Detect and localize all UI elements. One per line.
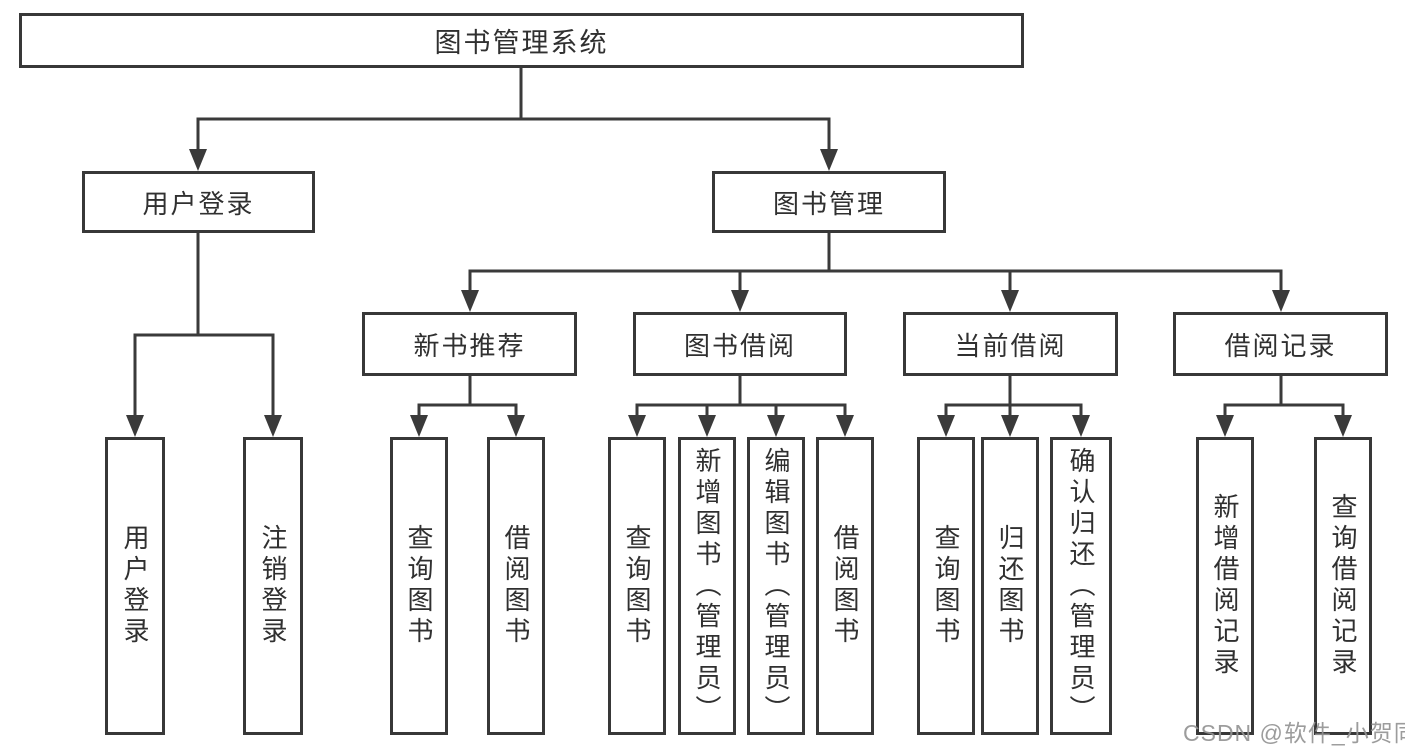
node-borrow-books-recommend: 借阅图书: [487, 437, 545, 735]
arrow-icon: [698, 415, 716, 437]
node-borrow-records: 借阅记录: [1173, 312, 1388, 376]
arrow-icon: [1001, 415, 1019, 437]
arrow-icon: [126, 415, 144, 437]
arrow-icon: [1216, 415, 1234, 437]
node-add-borrow-record: 新增借阅记录: [1196, 437, 1254, 735]
node-query-books-current: 查询图书: [917, 437, 975, 735]
arrow-icon: [731, 290, 749, 312]
arrow-icon: [264, 415, 282, 437]
arrow-icon: [1334, 415, 1352, 437]
node-book-borrowing: 图书借阅: [633, 312, 847, 376]
arrow-icon: [628, 415, 646, 437]
node-query-borrow-record: 查询借阅记录: [1314, 437, 1372, 735]
node-borrow-books: 借阅图书: [816, 437, 874, 735]
arrowhead-icons: [126, 149, 1352, 437]
arrow-icon: [767, 415, 785, 437]
node-user-login: 用户登录: [105, 437, 165, 735]
node-query-books-borrowing: 查询图书: [608, 437, 666, 735]
arrow-icon: [836, 415, 854, 437]
node-query-books-recommend: 查询图书: [390, 437, 448, 735]
arrow-icon: [1272, 290, 1290, 312]
arrow-icon: [937, 415, 955, 437]
arrow-icon: [820, 149, 838, 171]
node-new-book-recommend: 新书推荐: [362, 312, 577, 376]
arrow-icon: [1001, 290, 1019, 312]
node-current-borrowing: 当前借阅: [903, 312, 1118, 376]
node-logout: 注销登录: [243, 437, 303, 735]
node-library-system: 图书管理系统: [19, 13, 1024, 68]
node-return-books: 归还图书: [981, 437, 1039, 735]
node-user-login-group: 用户登录: [82, 171, 315, 233]
csdn-watermark: CSDN @软件_小贺同学: [1183, 720, 1405, 746]
arrow-icon: [410, 415, 428, 437]
arrow-icon: [189, 149, 207, 171]
arrow-icon: [461, 290, 479, 312]
node-book-management: 图书管理: [712, 171, 946, 233]
node-edit-book-admin: 编辑图书（管理员）: [747, 437, 805, 735]
arrow-icon: [1072, 415, 1090, 437]
node-add-book-admin: 新增图书（管理员）: [678, 437, 736, 735]
node-confirm-return-admin: 确认归还（管理员）: [1050, 437, 1112, 735]
arrow-icon: [507, 415, 525, 437]
